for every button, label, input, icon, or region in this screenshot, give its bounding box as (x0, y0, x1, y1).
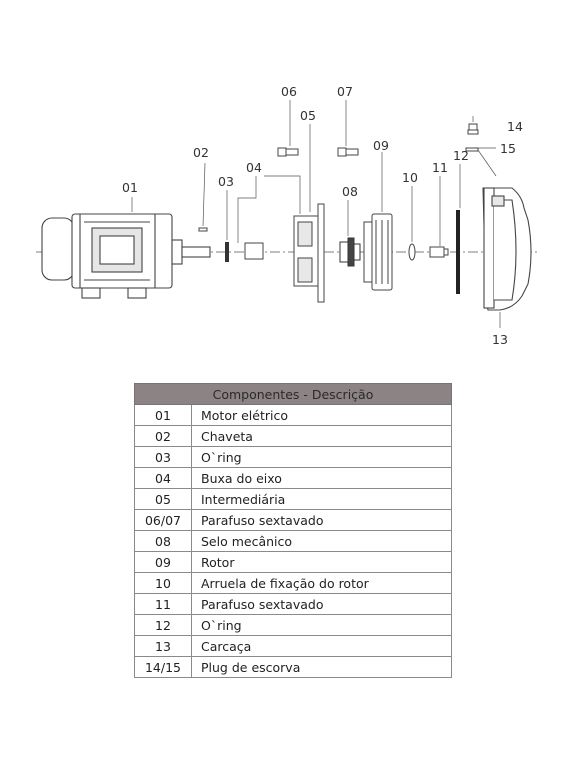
row-number: 10 (134, 572, 192, 594)
row-number: 01 (134, 404, 192, 426)
washer-15-part (465, 147, 479, 152)
bolt-07-part (337, 147, 359, 157)
oring-12-part (456, 210, 460, 294)
row-description: Carcaça (191, 635, 452, 657)
callout-11: 11 (432, 160, 448, 175)
row-number: 04 (134, 467, 192, 489)
row-description: Plug de escorva (191, 656, 452, 678)
plug-14-part (467, 123, 479, 135)
row-description: O`ring (191, 446, 452, 468)
leader-lines (131, 100, 501, 328)
row-number: 12 (134, 614, 192, 636)
row-number: 09 (134, 551, 192, 573)
motor-part (41, 213, 211, 299)
row-description: Intermediária (191, 488, 452, 510)
callout-07: 07 (337, 84, 353, 99)
callout-13: 13 (492, 332, 508, 347)
oring-part (225, 242, 229, 262)
row-description: Motor elétrico (191, 404, 452, 426)
row-number: 05 (134, 488, 192, 510)
callout-08: 08 (342, 184, 358, 199)
bolt-06-part (277, 147, 299, 157)
row-description: Selo mecânico (191, 530, 452, 552)
callout-04: 04 (246, 160, 262, 175)
row-description: Parafuso sextavado (191, 509, 452, 531)
callout-14: 14 (507, 119, 523, 134)
washer-part (408, 243, 416, 261)
callout-15: 15 (500, 141, 516, 156)
exploded-view-diagram: 01 02 03 04 05 06 07 08 09 10 11 12 13 1… (36, 84, 540, 347)
callout-05: 05 (300, 108, 316, 123)
intermediate-part (293, 203, 325, 303)
callout-06: 06 (281, 84, 297, 99)
shaft-bush-part (244, 242, 264, 260)
row-description: Parafuso sextavado (191, 593, 452, 615)
table-header-row: Componentes - Descrição (134, 383, 452, 405)
callout-12: 12 (453, 148, 469, 163)
row-number: 03 (134, 446, 192, 468)
row-number: 08 (134, 530, 192, 552)
row-description: Buxa do eixo (191, 467, 452, 489)
callout-03: 03 (218, 174, 234, 189)
callout-02: 02 (193, 145, 209, 160)
row-description: Rotor (191, 551, 452, 573)
row-number: 13 (134, 635, 192, 657)
row-number: 06/07 (134, 509, 192, 531)
row-number: 02 (134, 425, 192, 447)
rotor-part (363, 213, 393, 291)
row-description: O`ring (191, 614, 452, 636)
callout-10: 10 (402, 170, 418, 185)
row-description: Chaveta (191, 425, 452, 447)
casing-part (482, 187, 532, 311)
callout-09: 09 (373, 138, 389, 153)
key-part (198, 227, 208, 232)
row-number: 14/15 (134, 656, 192, 678)
mechanical-seal-part (339, 237, 361, 267)
row-number: 11 (134, 593, 192, 615)
table-header: Componentes - Descrição (134, 383, 452, 405)
row-description: Arruela de fixação do rotor (191, 572, 452, 594)
callout-01: 01 (122, 180, 138, 195)
bolt-11-part (429, 246, 449, 258)
